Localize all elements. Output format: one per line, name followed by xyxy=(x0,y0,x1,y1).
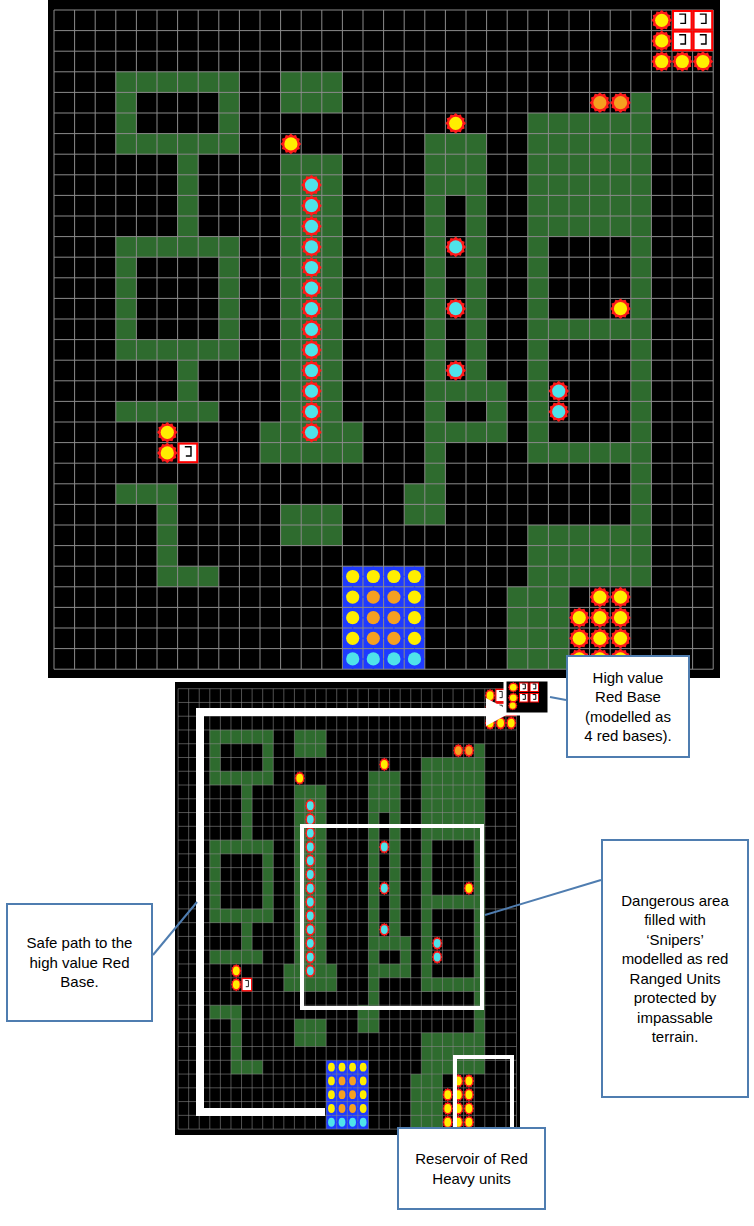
unit-ring xyxy=(508,682,519,693)
callout-box: Dangerous area filled with ‘Snipers’ mod… xyxy=(601,839,749,1098)
base-glyph xyxy=(533,695,536,700)
callout-text: Safe path to the high value Red Base. xyxy=(20,933,139,992)
reservoir-outline xyxy=(455,1057,512,1129)
game-map xyxy=(48,0,720,678)
unit-body xyxy=(510,684,517,691)
callout-text: Dangerous area filled with ‘Snipers’ mod… xyxy=(615,891,735,1047)
base-glyph xyxy=(522,684,525,689)
callout-box: Reservoir of Red Heavy units xyxy=(397,1127,546,1210)
unit-body xyxy=(510,694,517,701)
map-overlay xyxy=(153,680,601,1131)
inset-units xyxy=(508,682,539,710)
base-cell xyxy=(530,683,539,692)
game-map-small xyxy=(175,682,520,1135)
callout-box: Safe path to the high value Red Base. xyxy=(6,903,153,1022)
base-inset xyxy=(505,680,549,714)
leader-line xyxy=(153,902,197,955)
leader-line xyxy=(485,880,601,915)
base-glyph xyxy=(522,695,525,700)
callout-box: High value Red Base (modelled as 4 red b… xyxy=(566,655,690,758)
base-cell xyxy=(530,694,539,703)
safe-path-arrow xyxy=(200,712,490,1112)
base-cell xyxy=(520,683,529,692)
unit-body xyxy=(510,703,516,709)
leader-line xyxy=(550,697,566,700)
base-cell xyxy=(520,694,529,703)
danger-area-outline xyxy=(302,826,482,1008)
callout-text: High value Red Base (modelled as 4 red b… xyxy=(580,668,676,746)
callout-text: Reservoir of Red Heavy units xyxy=(411,1149,532,1188)
unit-ring xyxy=(508,701,517,710)
base-glyph xyxy=(533,684,536,689)
